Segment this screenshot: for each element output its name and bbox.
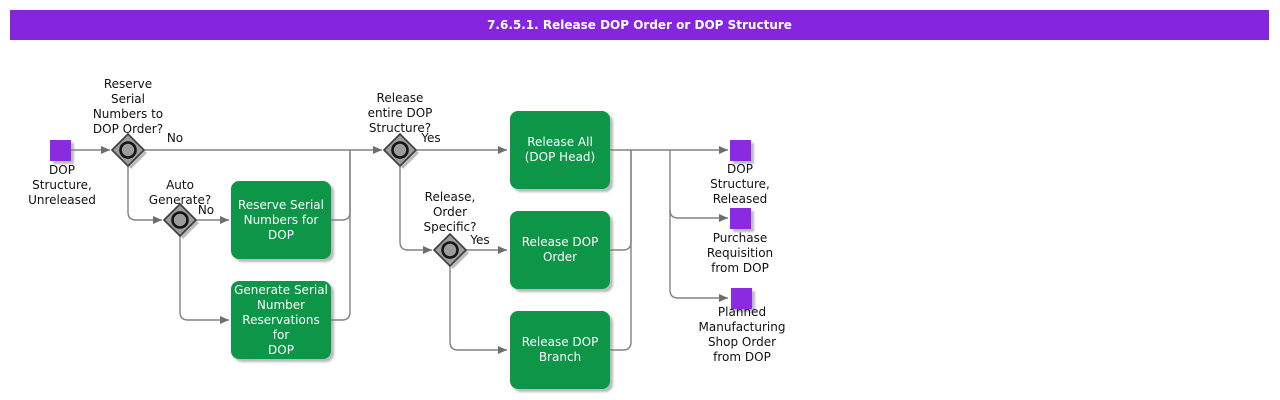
output-purchase-requisition-label: Purchase Requisition from DOP: [706, 231, 774, 275]
decision-auto-generate: [162, 202, 199, 239]
decision-release-entire-label: Release entire DOP Structure?: [367, 91, 433, 135]
decision-reserve-serial-label: Reserve Serial Numbers to DOP Order?: [92, 77, 164, 136]
edge-reserve-yes-to-auto-generate: [127, 166, 162, 224]
edge-reserve-activity-return: [331, 150, 351, 221]
output-planned-mfg-shop-order-label: Planned Manufacturing Shop Order from DO…: [698, 305, 786, 364]
edge-to-purchase-requisition: [669, 209, 728, 222]
input-event-dop-structure-unreleased[interactable]: [50, 140, 71, 161]
edge-to-planned-shop-order: [669, 150, 728, 302]
edge-auto-yes-to-generate-activity: [179, 236, 229, 324]
activity-generate-serial-reservations[interactable]: Generate Serial Number Reservations for …: [231, 281, 331, 359]
output-event-purchase-requisition[interactable]: [730, 208, 751, 229]
edge-release-branch-merge: [610, 150, 632, 351]
decision-release-order-specific: [432, 232, 469, 269]
edge-specific-no-to-release-branch: [449, 266, 507, 354]
activity-release-dop-branch[interactable]: Release DOP Branch: [510, 311, 610, 389]
output-dop-structure-released-label: DOP Structure, Released: [710, 162, 770, 206]
decision-auto-generate-label: Auto Generate?: [148, 178, 212, 207]
edge-release-order-merge: [610, 150, 632, 251]
activity-reserve-serial-numbers[interactable]: Reserve Serial Numbers for DOP: [231, 181, 331, 259]
edge-label-release-entire-yes: Yes: [421, 131, 441, 145]
edge-label-auto-generate-no: No: [197, 203, 215, 217]
input-event-label: DOP Structure, Unreleased: [28, 163, 96, 207]
decision-order-specific-label: Release, Order Specific?: [423, 190, 477, 234]
output-event-planned-mfg-shop-order[interactable]: [731, 288, 752, 309]
edge-label-order-specific-yes: Yes: [470, 233, 490, 247]
diagram-title: 7.6.5.1. Release DOP Order or DOP Struct…: [487, 18, 792, 32]
edge-generate-activity-return: [331, 150, 351, 321]
edge-entire-no-to-order-specific: [399, 166, 432, 254]
edge-label-reserve-no: No: [166, 131, 184, 145]
decision-reserve-serial-numbers: [110, 132, 147, 169]
decision-release-entire-structure: [382, 132, 419, 169]
activity-release-dop-order[interactable]: Release DOP Order: [510, 211, 610, 289]
activity-release-all-dop-head[interactable]: Release All (DOP Head): [510, 111, 610, 189]
diagram-title-bar: 7.6.5.1. Release DOP Order or DOP Struct…: [10, 10, 1269, 40]
output-event-dop-structure-released[interactable]: [730, 140, 751, 161]
flow-edges: [71, 146, 728, 354]
